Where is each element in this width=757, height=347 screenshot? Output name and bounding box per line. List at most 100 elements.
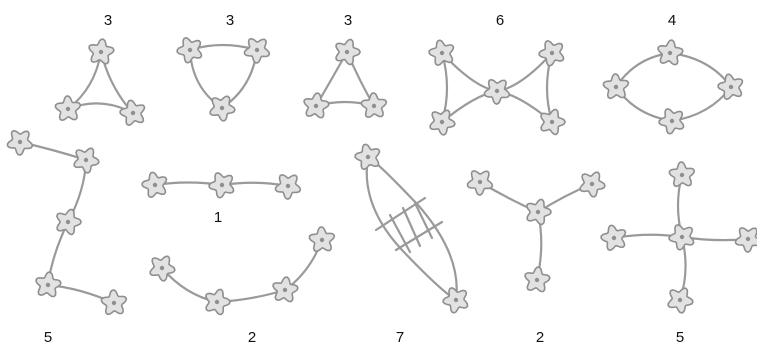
graph-node-center — [728, 84, 734, 90]
graph-node-center — [17, 139, 23, 145]
graph-node — [149, 255, 176, 282]
graph-node-center — [371, 103, 377, 109]
graph-node-center — [130, 110, 136, 116]
graph-node — [442, 287, 469, 314]
nodes-layer — [6, 36, 757, 316]
ladder-rung-top — [374, 196, 427, 232]
graph-node-center — [494, 88, 500, 94]
graph-node-center — [285, 183, 291, 189]
graph-node — [466, 169, 494, 196]
graph-node-center — [159, 265, 165, 271]
graph-node — [734, 226, 757, 253]
graph-node — [579, 171, 606, 198]
graph-node-center — [313, 103, 319, 109]
graph-node-center — [344, 49, 350, 55]
edges-layer — [18, 43, 750, 305]
graph-node — [600, 224, 627, 252]
graph-node — [205, 288, 231, 316]
graph-node-center — [549, 50, 555, 56]
label-triangle-c: 3 — [344, 12, 352, 29]
graph-node — [73, 147, 100, 174]
graph-node — [667, 287, 694, 314]
graph-node — [526, 198, 552, 226]
graph-node-center — [65, 106, 71, 112]
graph-node-center — [83, 157, 89, 163]
graph-node-center — [679, 234, 685, 240]
label-zigzag-chain: 5 — [44, 329, 52, 346]
label-arc-chain: 2 — [248, 329, 256, 346]
label-triangle-a: 3 — [104, 12, 112, 29]
graph-node-center — [319, 237, 325, 243]
graph-node — [208, 172, 235, 199]
graph-node — [657, 39, 684, 66]
triangle-c-edges — [313, 50, 377, 108]
graph-node — [308, 226, 336, 253]
tripod-edges — [478, 180, 594, 282]
graph-node-center — [589, 181, 595, 187]
graph-node-center — [677, 297, 683, 303]
graph-node-center — [214, 299, 220, 305]
graph-node-center — [669, 118, 675, 124]
label-cross: 5 — [676, 329, 684, 346]
graph-node — [717, 73, 744, 101]
graph-node-center — [439, 119, 445, 125]
graph-node-center — [254, 47, 260, 53]
graph-node-center — [745, 236, 751, 242]
graph-node-center — [219, 182, 225, 188]
graph-node-center — [611, 235, 617, 241]
ladder-inner-c — [413, 201, 434, 240]
graph-node-center — [187, 47, 193, 53]
graph-node — [209, 95, 236, 122]
ladder-inner-b — [401, 206, 422, 248]
graph-node — [176, 36, 203, 64]
graph-node — [428, 39, 455, 67]
label-bowtie: 6 — [496, 12, 504, 29]
label-triangle-b: 3 — [226, 12, 234, 29]
label-tripod: 2 — [536, 329, 544, 346]
graph-node — [668, 161, 696, 188]
graph-node — [141, 171, 168, 199]
graph-node-center — [679, 172, 685, 178]
graph-node-center — [98, 49, 104, 55]
ladder-inner-a — [388, 213, 412, 254]
triangle-b-edges — [188, 43, 259, 110]
graph-node-center — [111, 300, 117, 306]
graph-node — [429, 109, 456, 136]
label-straight-chain: 1 — [214, 209, 222, 226]
graph-node-center — [282, 287, 288, 293]
graph-node-center — [45, 282, 51, 288]
graph-node-center — [534, 277, 540, 283]
graph-node — [483, 78, 511, 105]
graph-node — [524, 266, 551, 293]
graph-node-center — [453, 297, 459, 303]
graph-node — [56, 208, 82, 236]
graph-node — [303, 92, 330, 119]
graph-node — [272, 276, 299, 303]
graph-node-center — [65, 219, 71, 225]
graph-node-center — [365, 154, 371, 160]
triangle-a-edges — [67, 50, 134, 114]
graph-node — [360, 92, 388, 119]
graph-node — [6, 129, 34, 156]
graph-node-center — [477, 179, 483, 185]
graph-node — [354, 143, 381, 171]
graph-node — [274, 173, 302, 200]
graph-node — [54, 95, 82, 122]
graph-node — [119, 99, 146, 127]
graph-node — [35, 271, 62, 298]
graph-node-center — [219, 105, 225, 111]
graph-node — [658, 107, 685, 135]
graph-node — [335, 38, 361, 66]
graph-node-center — [667, 50, 673, 56]
graph-node-center — [152, 182, 158, 188]
graph-node — [602, 73, 630, 100]
graph-node — [100, 289, 128, 316]
ladder-rung-bottom — [394, 220, 444, 252]
label-ladder: 7 — [396, 329, 404, 346]
graph-node — [88, 38, 115, 65]
graph-node — [668, 224, 695, 251]
graph-node-center — [439, 50, 445, 56]
graph-node-center — [613, 84, 619, 90]
graph-node — [243, 37, 271, 64]
